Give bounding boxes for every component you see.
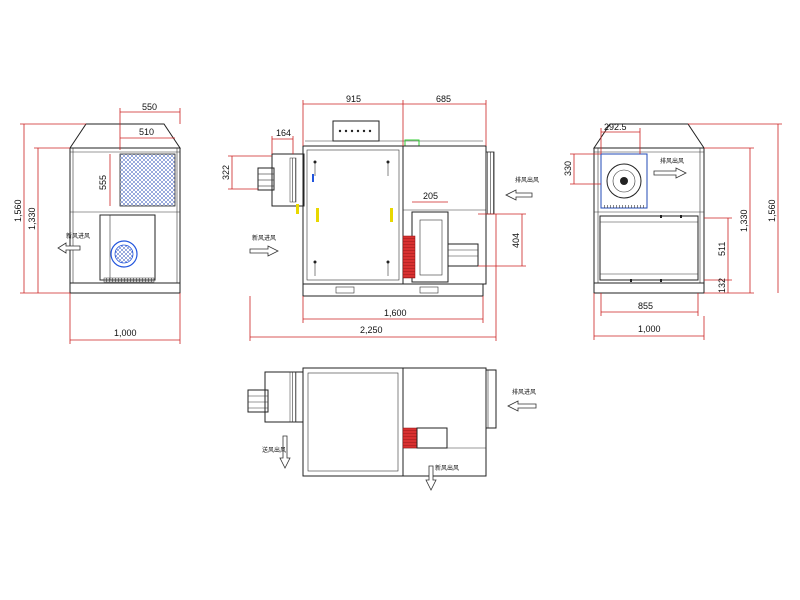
control-indicators [338,129,372,133]
dim-side-205: 205 [423,191,438,201]
dim-front-1330: 1,330 [27,207,37,230]
front-roof [69,123,181,149]
dim-front-550: 550 [142,102,157,112]
plan-view: 排风进风 送风出风 新风出风 [247,367,537,491]
plan-right-section [402,367,487,477]
plan-fan-housing [416,427,448,449]
side-inlet-arrow [249,245,279,257]
plan-outlet-arrow-2 [425,465,437,491]
filter-grid [119,153,176,207]
plan-out2-label: 新风出风 [435,464,459,472]
plan-inlet-label: 排风进风 [512,388,536,396]
dim-right-511: 511 [717,242,727,256]
dim-right-1000: 1,000 [638,324,661,334]
plan-inlet-arrow [507,400,537,412]
dim-side-1600: 1,600 [384,308,407,318]
right-lower-section [599,215,699,281]
side-fan-housing [411,211,449,283]
dim-right-132: 132 [717,278,727,293]
dim-side-164: 164 [276,128,291,138]
dim-right-855: 855 [638,301,653,311]
dim-front-1000: 1,000 [114,328,137,338]
side-left-fan [271,153,305,207]
right-view: 排风出风 292.5 330 1,330 1,560 511 132 855 1… [563,122,782,340]
dim-right-1330: 1,330 [739,209,749,232]
plan-outlet-arrow-1 [279,435,291,469]
plan-left-fan [264,371,304,423]
dim-side-322: 322 [221,165,231,180]
side-base [302,283,484,297]
side-motor [447,243,479,267]
side-grille [485,151,495,215]
right-base [593,282,705,294]
dim-right-330: 330 [563,161,573,176]
dim-front-510: 510 [139,127,154,137]
plan-main-cabinet [302,367,404,477]
dim-side-404: 404 [511,233,521,248]
side-outlet-arrow [505,189,533,201]
side-inlet-label: 新风进风 [252,234,276,242]
side-right-section [402,145,487,285]
side-view: 新风进风 排风出风 915 685 164 322 205 404 1,600 … [221,94,539,341]
side-outlet-label: 排风出风 [515,176,539,184]
front-inlet-label: 新风进风 [66,232,90,240]
dim-right-1560: 1,560 [767,199,777,222]
right-outlet-arrow [653,167,687,179]
dim-front-1560: 1,560 [13,199,23,222]
dim-front-555: 555 [98,175,108,190]
front-view: 新风进风 550 510 555 1,560 1,330 1,000 [13,102,181,344]
plan-heater [402,427,418,449]
side-left-motor [257,167,275,191]
plan-out1-label: 送风出风 [262,446,286,454]
dim-right-292: 292.5 [604,122,627,132]
plan-left-motor [247,389,269,413]
front-inlet-arrow [57,242,81,254]
plan-inlet-duct [485,369,497,429]
dim-side-2250: 2,250 [360,325,383,335]
right-outlet-label: 排风出风 [660,157,684,165]
right-fan-icon [606,163,642,199]
heater-coil [402,235,416,279]
front-base [69,282,181,294]
dim-side-915: 915 [346,94,361,104]
dim-side-685: 685 [436,94,451,104]
